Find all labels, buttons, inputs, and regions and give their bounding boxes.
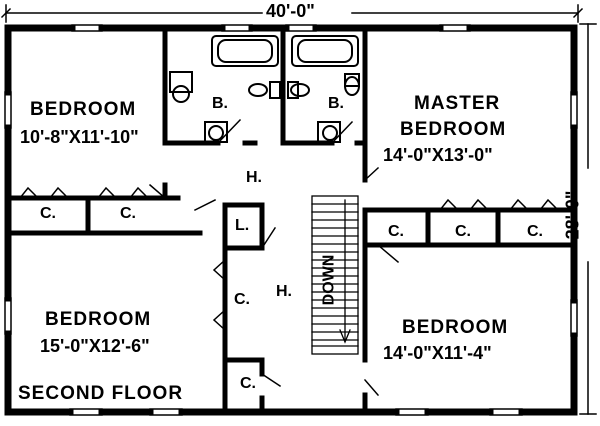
width-dimension-line (0, 4, 584, 23)
interior-walls (7, 27, 577, 415)
depth-dimension-line (579, 23, 597, 415)
bedroom2-name: BEDROOM (45, 309, 152, 330)
floor-label: SECOND FLOOR (18, 383, 184, 404)
overall-width-label: 40'-0" (266, 1, 315, 21)
bedroom3-size: 14'-0"X11'-4" (383, 343, 492, 363)
master-name-2: BEDROOM (400, 119, 507, 140)
master-size: 14'-0"X13'-0" (383, 145, 493, 165)
door-swings (18, 118, 560, 397)
closet-label-7: C. (240, 375, 256, 392)
closet-label-2: C. (120, 205, 136, 222)
exterior-walls (4, 24, 578, 416)
bath-fixtures (169, 35, 360, 143)
windows (4, 24, 578, 416)
hall-label-1: H. (246, 169, 262, 186)
overall-depth-label: 28'-0" (562, 190, 583, 240)
bedroom2-size: 15'-0"X12'-6" (40, 336, 150, 356)
closet-label-5: C. (527, 223, 543, 240)
closet-label-6: C. (234, 291, 250, 308)
bath-label-2: B. (328, 95, 344, 112)
linen-label: L. (235, 217, 250, 234)
bedroom3-name: BEDROOM (402, 317, 509, 338)
closet-label-1: C. (40, 205, 56, 222)
master-name-1: MASTER (414, 93, 501, 114)
stairs-down-label: DOWN (320, 254, 338, 306)
hall-label-2: H. (276, 283, 292, 300)
bedroom1-size: 10'-8"X11'-10" (20, 127, 139, 147)
bedroom1-name: BEDROOM (30, 99, 137, 120)
bath-label-1: B. (212, 95, 228, 112)
stairs (311, 195, 359, 355)
closet-label-4: C. (455, 223, 471, 240)
closet-label-3: C. (388, 223, 404, 240)
